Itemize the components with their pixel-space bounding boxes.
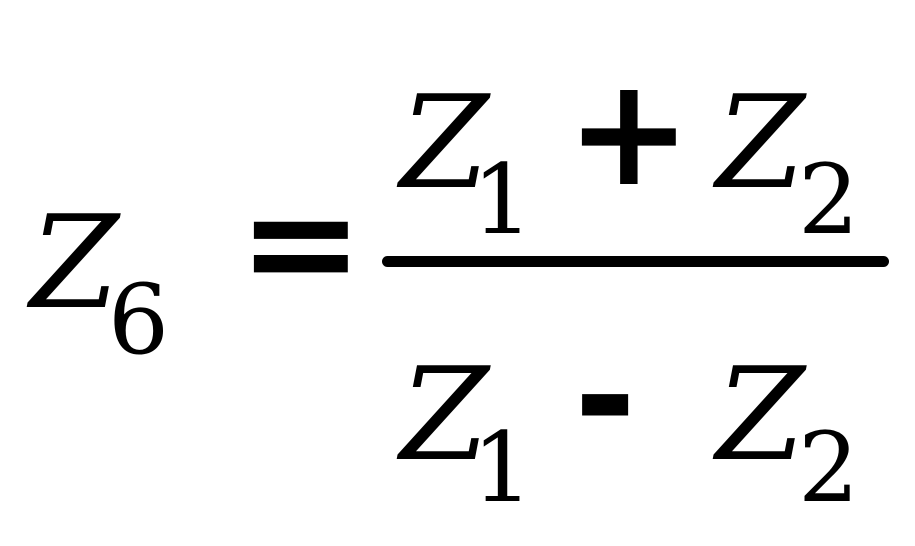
numerator-term2-variable: Z <box>716 69 805 218</box>
minus-operator: - <box>574 310 637 484</box>
lhs-variable: Z <box>30 189 119 338</box>
denominator-term1-subscript: 1 <box>472 412 534 524</box>
denominator-term1-variable: Z <box>400 341 489 490</box>
fraction-bar <box>382 256 889 267</box>
lhs-subscript: 6 <box>108 264 170 376</box>
equals-sign: = <box>238 156 364 330</box>
numerator-term2-subscript: 2 <box>798 144 860 256</box>
denominator-term2-subscript: 2 <box>798 412 860 524</box>
numerator-term1-variable: Z <box>400 69 489 218</box>
denominator-term2-variable: Z <box>716 341 805 490</box>
plus-operator: + <box>566 46 692 220</box>
numerator-term1-subscript: 1 <box>472 144 534 256</box>
